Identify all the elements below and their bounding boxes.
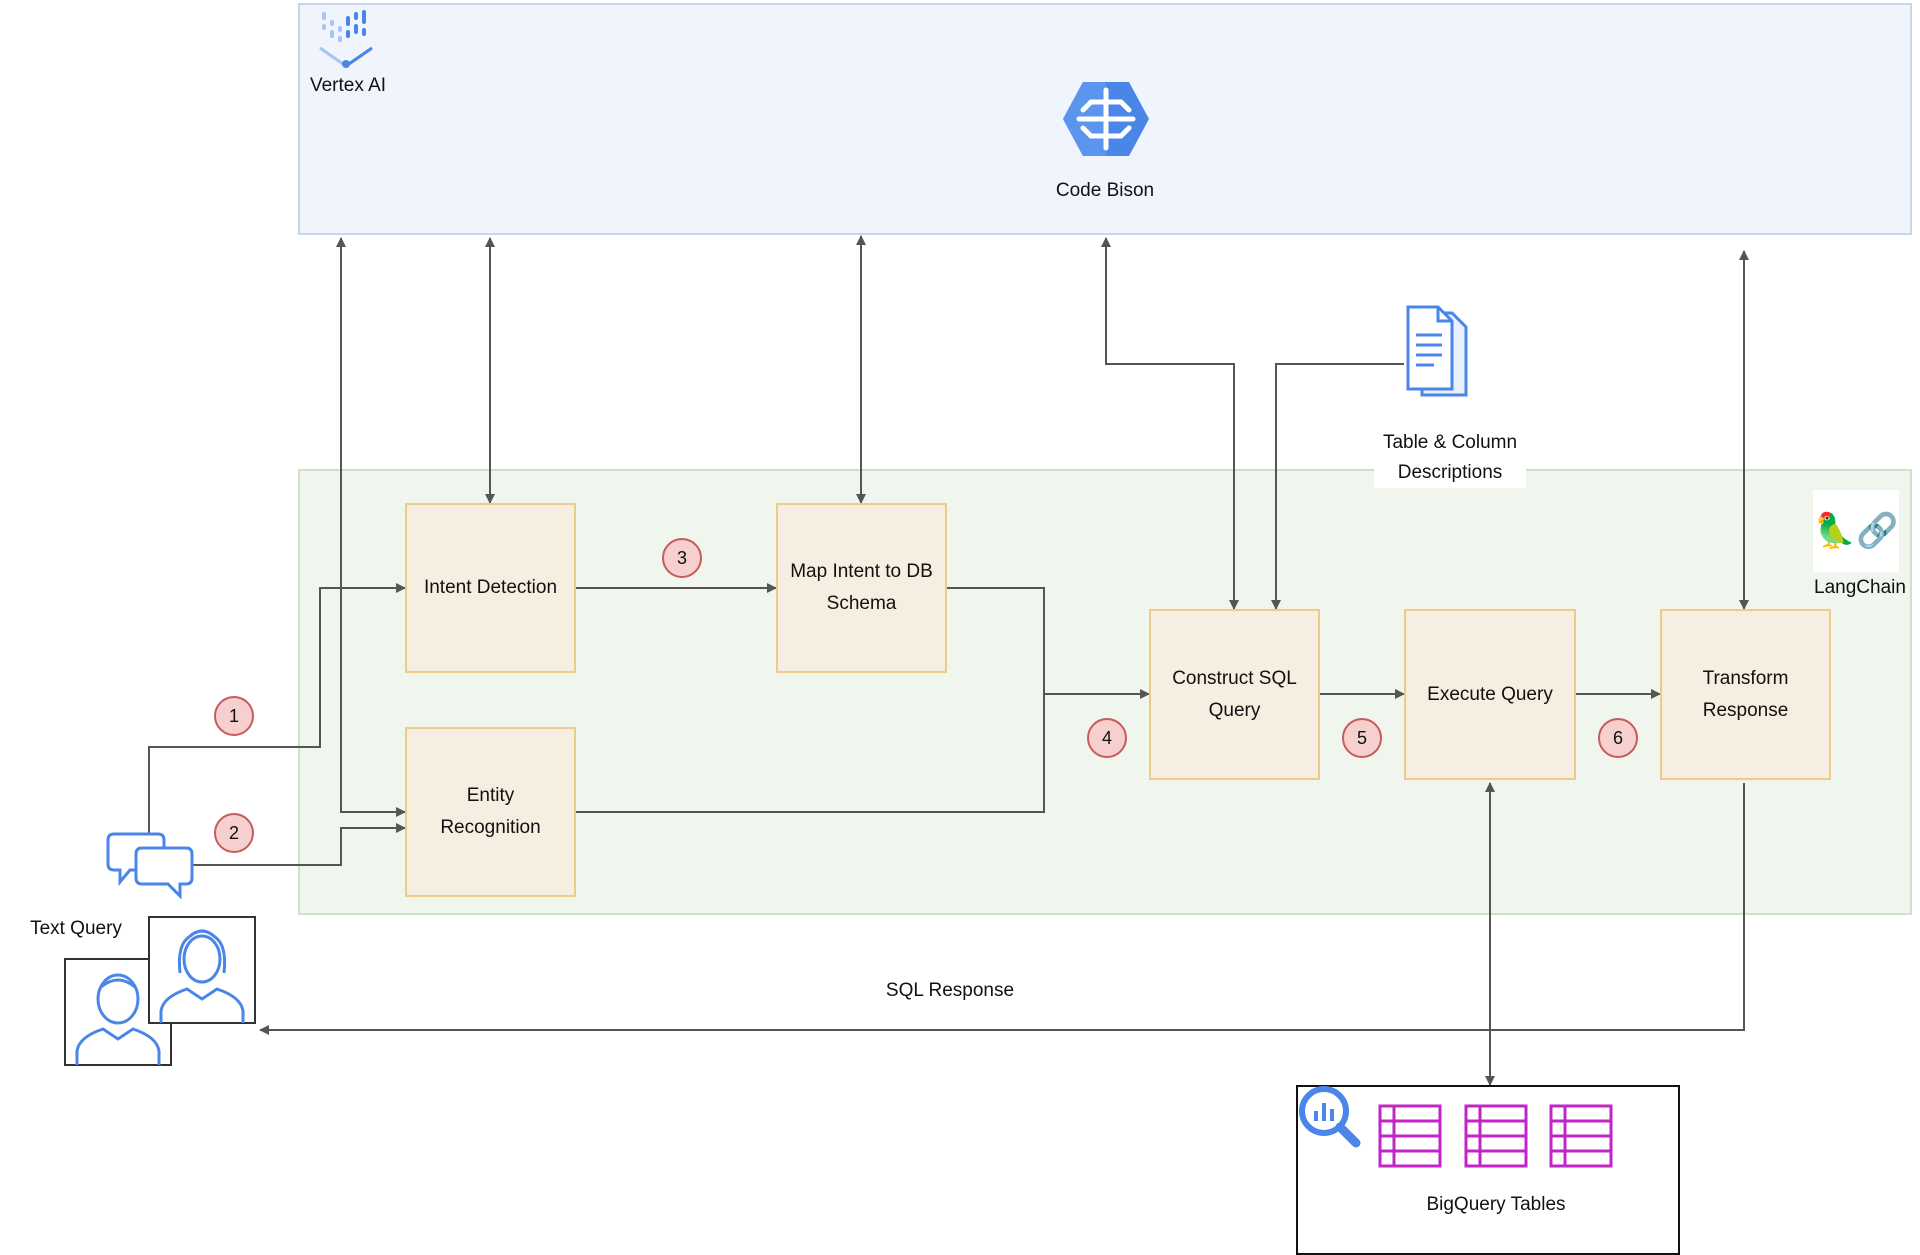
- langchain-label: LangChain: [1814, 577, 1906, 598]
- step-badge-3: 3: [662, 538, 702, 578]
- step-badge-1: 1: [214, 696, 254, 736]
- map-intent-label-line1: Map Intent to DB: [790, 561, 933, 582]
- construct-sql-label-line1: Construct SQL: [1172, 667, 1297, 689]
- construct-sql-label-line2: Query: [1208, 699, 1261, 721]
- edge-bison-construct: [1101, 237, 1239, 610]
- code-bison-label: Code Bison: [1055, 180, 1155, 201]
- edge-map-construct: [947, 587, 1150, 699]
- edge-text-intent: [148, 583, 406, 833]
- edge-transform-users: [259, 783, 1745, 1035]
- descriptions-label-line1: Table & Column: [1367, 428, 1533, 458]
- edge-descriptions-construct: [1271, 363, 1404, 610]
- execute-query-node: Execute Query: [1404, 609, 1576, 780]
- transform-label-line2: Response: [1702, 699, 1789, 721]
- chat-bubbles-icon: [106, 832, 194, 900]
- map-intent-node: Map Intent to DB Schema: [776, 503, 947, 673]
- entity-recognition-node: Entity Recognition: [405, 727, 576, 897]
- vertex-ai-label: Vertex AI: [309, 75, 387, 96]
- parrot-chain-icon: 🦜🔗: [1813, 490, 1899, 572]
- sql-response-label: SQL Response: [885, 980, 1015, 1001]
- table-icon-2: [1464, 1104, 1528, 1168]
- text-query-label: Text Query: [30, 918, 122, 939]
- documents-icon: [1406, 305, 1468, 397]
- step-badge-6: 6: [1598, 718, 1638, 758]
- step-badge-2: 2: [214, 813, 254, 853]
- map-intent-label-line2: Schema: [826, 593, 897, 614]
- table-icons: [1378, 1104, 1613, 1168]
- transform-label-line1: Transform: [1702, 667, 1789, 689]
- step-badge-4: 4: [1087, 718, 1127, 758]
- bigquery-tables-label: BigQuery Tables: [1426, 1194, 1566, 1215]
- intent-detection-label: Intent Detection: [423, 577, 558, 598]
- construct-sql-node: Construct SQL Query: [1149, 609, 1320, 780]
- vertex-ai-icon: [319, 10, 373, 68]
- transform-response-node: Transform Response: [1660, 609, 1831, 780]
- bigquery-box: [1296, 1085, 1680, 1255]
- ai-brain-icon: [1063, 82, 1149, 156]
- entity-recognition-label: Entity Recognition: [440, 785, 541, 838]
- bigquery-icon: [1299, 1086, 1361, 1148]
- edge-text-entity: [193, 823, 406, 866]
- table-icon-3: [1549, 1104, 1613, 1168]
- intent-detection-node: Intent Detection: [405, 503, 576, 673]
- edge-vertex-entity: [336, 237, 406, 817]
- table-icon-1: [1378, 1104, 1442, 1168]
- step-badge-5: 5: [1342, 718, 1382, 758]
- edge-entity-construct: [576, 694, 1045, 813]
- execute-query-label: Execute Query: [1427, 683, 1553, 705]
- users-icon: [64, 916, 256, 1066]
- descriptions-label-line2: Descriptions: [1374, 458, 1526, 488]
